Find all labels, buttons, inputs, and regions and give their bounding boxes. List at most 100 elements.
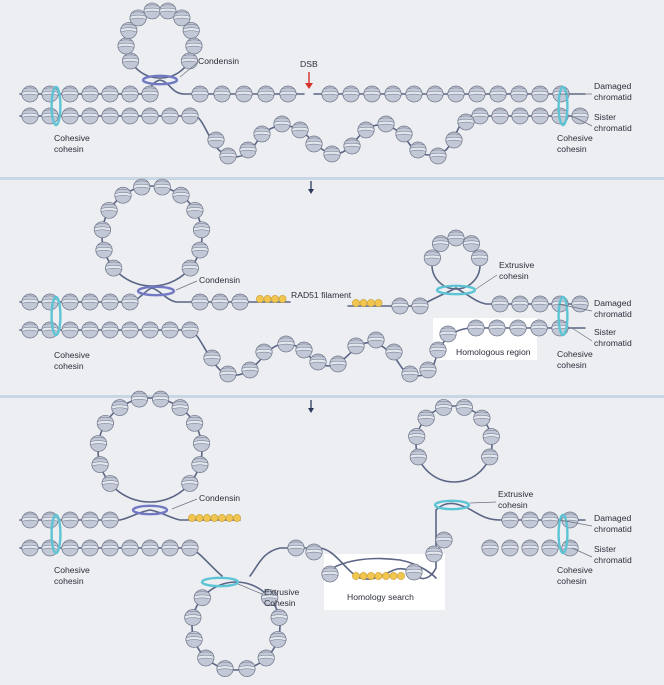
nucleosome-icon bbox=[509, 319, 527, 337]
nucleosome-icon bbox=[323, 145, 341, 163]
nucleosome-icon bbox=[21, 85, 39, 103]
cohesin-ring-icon bbox=[435, 284, 477, 296]
nucleosome-icon bbox=[405, 563, 423, 581]
nucleosome-icon bbox=[309, 353, 327, 371]
nucleosome-icon bbox=[510, 85, 528, 103]
nucleosome-icon bbox=[91, 456, 109, 474]
p1-cohesin-right-label-2: cohesin bbox=[557, 144, 587, 154]
panel-divider bbox=[0, 177, 664, 180]
nucleosome-icon bbox=[511, 295, 529, 313]
nucleosome-icon bbox=[191, 456, 209, 474]
nucleosome-icon bbox=[193, 221, 211, 239]
nucleosome-icon bbox=[287, 539, 305, 557]
nucleosome-icon bbox=[191, 241, 209, 259]
nucleosome-icon bbox=[21, 107, 39, 125]
nucleosome-icon bbox=[471, 107, 489, 125]
nucleosome-icon bbox=[530, 319, 548, 337]
p3-cohesin-left-label-1: Cohesive bbox=[54, 565, 90, 575]
nucleosome-icon bbox=[219, 147, 237, 165]
p2-damaged-label-2: chromatid bbox=[594, 309, 632, 319]
nucleosome-icon bbox=[61, 511, 79, 529]
rad51-filament bbox=[352, 299, 383, 307]
nucleosome-icon bbox=[329, 355, 347, 373]
nucleosome-icon bbox=[277, 335, 295, 353]
rad51-bead-icon bbox=[397, 572, 405, 580]
nucleosome-icon bbox=[541, 539, 559, 557]
nucleosome-icon bbox=[121, 293, 139, 311]
nucleosome-icon bbox=[321, 565, 339, 583]
nucleosome-icon bbox=[61, 321, 79, 339]
rad51-bead-icon bbox=[256, 295, 264, 303]
nucleosome-icon bbox=[435, 531, 453, 549]
nucleosome-icon bbox=[273, 115, 291, 133]
nucleosome-icon bbox=[541, 511, 559, 529]
leader-line bbox=[571, 115, 593, 127]
nucleosome-layer bbox=[21, 2, 589, 677]
nucleosome-icon bbox=[357, 121, 375, 139]
cohesin-ring-icon bbox=[50, 295, 62, 337]
nucleosome-icon bbox=[481, 448, 499, 466]
rad51-bead-icon bbox=[233, 514, 241, 522]
p2-cohesin-left-label-2: cohesin bbox=[54, 361, 84, 371]
nucleosome-icon bbox=[219, 365, 237, 383]
rad51-filament bbox=[256, 295, 287, 303]
nucleosome-icon bbox=[471, 249, 489, 267]
nucleosome-icon bbox=[117, 37, 135, 55]
nucleosome-icon bbox=[235, 85, 253, 103]
nucleosome-icon bbox=[511, 107, 529, 125]
nucleosome-icon bbox=[191, 85, 209, 103]
nucleosome-icon bbox=[279, 85, 297, 103]
nucleosome-icon bbox=[447, 85, 465, 103]
leader-line bbox=[475, 274, 498, 290]
nucleosome-icon bbox=[571, 107, 589, 125]
nucleosome-icon bbox=[261, 589, 279, 607]
nucleosome-icon bbox=[489, 85, 507, 103]
nucleosome-icon bbox=[417, 409, 435, 427]
rad51-bead-icon bbox=[374, 572, 383, 580]
nucleosome-icon bbox=[207, 131, 225, 149]
nucleosome-icon bbox=[191, 293, 209, 311]
nucleosome-icon bbox=[141, 85, 159, 103]
rad51-bead-icon bbox=[374, 299, 383, 307]
nucleosome-icon bbox=[401, 365, 419, 383]
nucleosome-icon bbox=[41, 107, 59, 125]
leader-line bbox=[571, 327, 593, 342]
nucleosome-icon bbox=[21, 321, 39, 339]
p2-cohesin-right-label-2: cohesin bbox=[557, 360, 587, 370]
p3-sister-label-2: chromatid bbox=[594, 555, 632, 565]
nucleosome-icon bbox=[423, 249, 441, 267]
nucleosome-icon bbox=[193, 589, 211, 607]
rad51-bead-icon bbox=[271, 295, 279, 303]
nucleosome-icon bbox=[181, 475, 199, 492]
nucleosome-icon bbox=[21, 293, 39, 311]
nucleosome-icon bbox=[455, 399, 473, 416]
nucleosome-icon bbox=[305, 135, 323, 153]
p3-cohesin-left-label-2: cohesin bbox=[54, 576, 84, 586]
cohesin-ring-icon bbox=[50, 513, 62, 555]
rad51-bead-icon bbox=[195, 514, 204, 522]
rad51-bead-icon bbox=[367, 572, 375, 580]
p1-cohesin-left-label-1: Cohesive bbox=[54, 133, 90, 143]
nucleosome-icon bbox=[408, 428, 426, 445]
p3-damaged-label-1: Damaged bbox=[594, 513, 631, 523]
nucleosome-icon bbox=[182, 22, 200, 39]
nucleosome-icon bbox=[531, 295, 549, 313]
nucleosome-icon bbox=[81, 321, 99, 339]
nucleosome-icon bbox=[96, 414, 114, 432]
nucleosome-icon bbox=[391, 297, 409, 315]
nucleosome-icon bbox=[409, 141, 427, 159]
nucleosome-icon bbox=[111, 399, 129, 416]
red-arrow-icon bbox=[305, 83, 313, 89]
rad51-filament bbox=[352, 572, 405, 580]
nucleosome-icon bbox=[61, 293, 79, 311]
p3-sister-label-1: Sister bbox=[594, 544, 616, 554]
nucleosome-icon bbox=[295, 341, 313, 359]
nucleosome-icon bbox=[101, 475, 119, 492]
rad51-bead-icon bbox=[359, 299, 368, 307]
nucleosome-icon bbox=[270, 609, 288, 626]
nucleosome-icon bbox=[411, 297, 429, 315]
nucleosome-icon bbox=[467, 319, 485, 337]
nucleosome-icon bbox=[101, 107, 119, 125]
cohesin-ring-icon bbox=[200, 576, 240, 588]
nucleosome-icon bbox=[101, 321, 119, 339]
